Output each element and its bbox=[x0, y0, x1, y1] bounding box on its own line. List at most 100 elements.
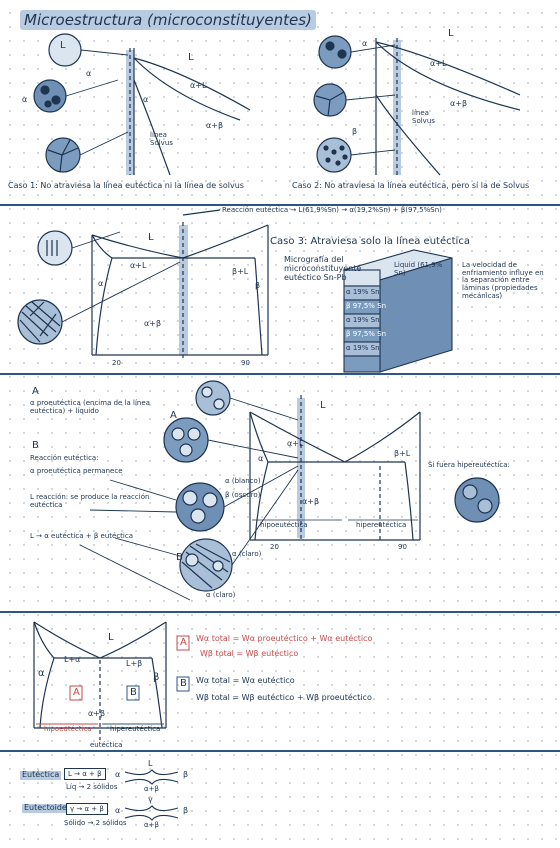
beta-oscuro: β (oscuro) bbox=[225, 491, 261, 499]
separator-2 bbox=[0, 373, 560, 375]
case1-micro-alpha bbox=[45, 137, 81, 173]
section4-label-A: A bbox=[170, 410, 177, 421]
section5-hiper: hipereutéctica bbox=[110, 725, 161, 733]
eutectica-sub: Líq → 2 sólidos bbox=[66, 783, 118, 791]
case1-alpha-label-2: α bbox=[22, 95, 28, 104]
section5-eutectica: eutéctica bbox=[90, 741, 123, 749]
layer-beta-1: β 97,5% Sn bbox=[346, 302, 387, 310]
section4-micro-1 bbox=[195, 380, 231, 416]
section5-ab: α+β bbox=[88, 709, 106, 718]
eq-A2: Wβ total = Wβ eutéctico bbox=[200, 649, 299, 658]
case2-ab-label: α+β bbox=[450, 99, 468, 108]
case1-case2-diagrams bbox=[33, 33, 521, 176]
case3-micro-title: Micrografía del microconstituyente eutéc… bbox=[284, 255, 362, 282]
eq-B-box: B bbox=[180, 678, 187, 689]
alpha-claro: α (claro) bbox=[232, 550, 262, 558]
eq-A1: Wα total = Wα proeutéctico + Wα eutéctic… bbox=[196, 634, 373, 643]
section5-A: A bbox=[73, 687, 80, 698]
case1-alpha-label: α bbox=[86, 69, 92, 78]
case2-aL-label: α+L bbox=[430, 59, 447, 68]
section4-hiper: hipereutéctica bbox=[356, 521, 407, 529]
section4-a-label: α bbox=[258, 454, 264, 463]
case2-beta-label: β bbox=[352, 127, 358, 136]
case1-phase-diagram bbox=[126, 48, 251, 176]
separator-3 bbox=[0, 611, 560, 613]
case1-a-label: α bbox=[143, 95, 149, 104]
section4-micro-hiper bbox=[454, 477, 500, 523]
section4-micro-3 bbox=[175, 482, 225, 532]
case1-solvus-label: línea Solvus bbox=[150, 131, 173, 147]
case2-micro-alpha-L bbox=[318, 35, 352, 69]
layer-liquid: Liquid (61,9% Sn) bbox=[394, 261, 443, 277]
section5-B: B bbox=[130, 687, 137, 698]
section4-a-text: α proeutéctica (encima de la línea eutéc… bbox=[30, 399, 150, 415]
section5-bL: L+β bbox=[126, 659, 143, 668]
section4-label-B: B bbox=[176, 552, 183, 563]
section4-b-text1: Reacción eutéctica: bbox=[30, 454, 99, 462]
case2-alpha-label: α bbox=[362, 39, 368, 48]
separator-1 bbox=[0, 204, 560, 206]
section4-b-text4: L → α eutéctica + β eutéctica bbox=[30, 532, 134, 540]
layer-alpha-3: α 19% Sn bbox=[346, 344, 380, 352]
case3-aL-label: α+L bbox=[130, 261, 147, 270]
eut-beta: β bbox=[183, 770, 189, 779]
eutectoide-sub: Sólido → 2 sólidos bbox=[64, 819, 127, 827]
case3-ab-label: α+β bbox=[144, 319, 162, 328]
alpha-blanco: α (blanco) bbox=[225, 477, 261, 485]
section4-tick-20: 20 bbox=[270, 543, 279, 551]
eutd-alpha: α bbox=[115, 806, 121, 815]
eutectoide-box: γ → α + β bbox=[66, 803, 108, 815]
section5-b: β bbox=[153, 672, 160, 683]
eq-B1: Wα total = Wα eutéctico bbox=[196, 676, 295, 685]
layer-beta-2: β 97,5% Sn bbox=[346, 330, 387, 338]
case2-solvus-label: línea Solvus bbox=[412, 109, 435, 125]
separator-4 bbox=[0, 750, 560, 752]
section4-aL-label: α+L bbox=[287, 439, 304, 448]
hiper-note: Si fuera hipereutéctica: bbox=[428, 461, 510, 469]
eutd-beta: β bbox=[183, 806, 189, 815]
section4-tick-90: 90 bbox=[398, 543, 407, 551]
eq-A-box: A bbox=[180, 637, 187, 648]
case3-b-label: β bbox=[255, 281, 261, 290]
case3-bL-label: β+L bbox=[232, 267, 249, 276]
case2-caption: Caso 2: No atraviesa la línea eutéctica,… bbox=[292, 181, 530, 190]
section4-bL-label: β+L bbox=[394, 449, 411, 458]
eutd-ab: α+β bbox=[144, 821, 159, 829]
section4-ab-label: α+β bbox=[302, 497, 320, 506]
eutectica-label: Eutéctica bbox=[20, 770, 62, 780]
section5-hipo: hipoeutéctica bbox=[44, 725, 92, 733]
section5-L: L bbox=[108, 632, 114, 643]
section5-aL: L+α bbox=[64, 655, 81, 664]
case1-caption: Caso 1: No atraviesa la línea eutéctica … bbox=[8, 181, 244, 190]
case3-diagram bbox=[17, 209, 453, 373]
section5-diagram bbox=[33, 621, 190, 740]
cooling-note: La velocidad de enfriamiento influye en … bbox=[462, 261, 544, 300]
case1-L-label: L bbox=[188, 52, 194, 63]
case3-L-label: L bbox=[148, 232, 154, 243]
section4-micro-4 bbox=[179, 538, 233, 592]
eq-B2: Wβ total = Wβ eutéctico + Wβ proeutéctic… bbox=[196, 693, 372, 702]
case1-aL-label: α+L bbox=[190, 81, 207, 90]
case2-phase-diagram bbox=[375, 38, 521, 176]
section4-diagram bbox=[79, 380, 500, 601]
section4-L-label: L bbox=[320, 400, 326, 411]
eut-ab: α+β bbox=[144, 785, 159, 793]
case1-ab-label: α+β bbox=[206, 121, 224, 130]
section4-b-text2: α proeutéctica permanece bbox=[30, 467, 123, 475]
case2-L-label: L bbox=[448, 28, 454, 39]
section4-A: A bbox=[32, 386, 39, 397]
section4-b-text3: L reacción: se produce la reacción eutéc… bbox=[30, 493, 150, 509]
alpha-light: α (claro) bbox=[206, 591, 236, 599]
eut-L: L bbox=[148, 759, 153, 768]
layer-alpha-2: α 19% Sn bbox=[346, 316, 380, 324]
case1-L-inner: L bbox=[60, 40, 66, 51]
eut-alpha: α bbox=[115, 770, 121, 779]
section4-hipo: hipoeutéctica bbox=[260, 521, 308, 529]
lamellar-block bbox=[341, 249, 453, 373]
eutectoide-label: Eutectoide bbox=[22, 803, 69, 813]
case2-micro-alpha bbox=[313, 83, 347, 117]
case3-tick-90: 90 bbox=[241, 359, 250, 367]
layer-alpha-1: α 19% Sn bbox=[346, 288, 380, 296]
